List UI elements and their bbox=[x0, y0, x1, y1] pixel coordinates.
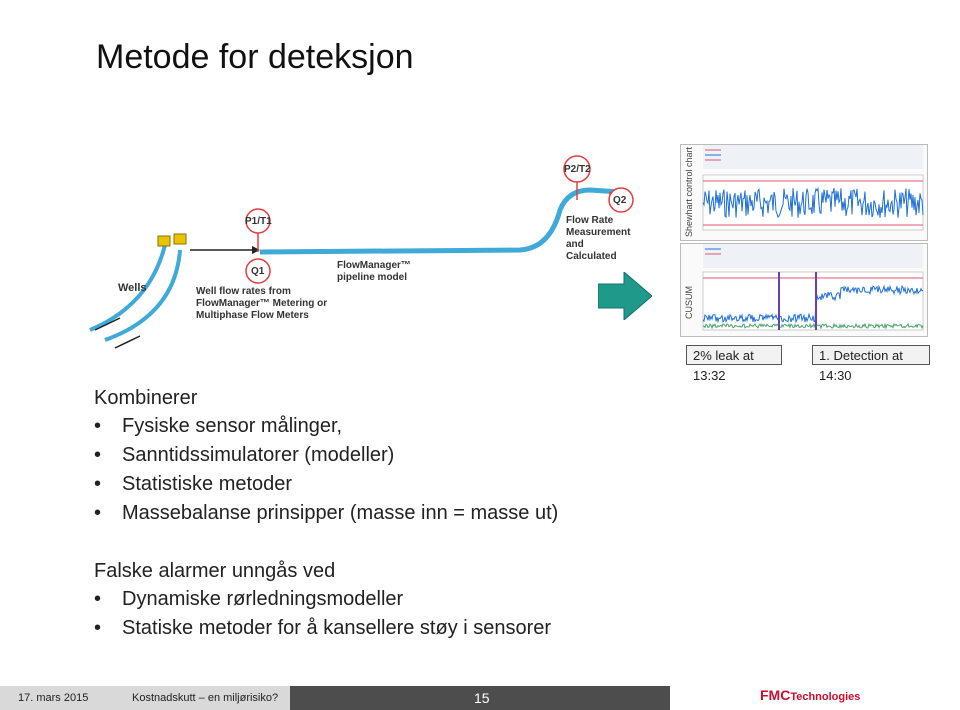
section2-item-text: Dynamiske rørledningsmodeller bbox=[122, 588, 404, 610]
cusum-signal-line-2 bbox=[702, 322, 924, 330]
section1-item-text: Sanntidssimulatorer (modeller) bbox=[122, 444, 395, 466]
section2-heading: Falske alarmer unngås ved bbox=[94, 560, 336, 582]
cusum-chart bbox=[702, 244, 924, 331]
section1-item-text: Fysiske sensor målinger, bbox=[122, 415, 343, 437]
shewhart-label: Shewhart control chart bbox=[684, 146, 694, 237]
page-number: 15 bbox=[474, 690, 490, 706]
flow-rate-line4: Calculated bbox=[566, 251, 617, 262]
cusum-chart-panel: CUSUM bbox=[680, 243, 928, 337]
wellhead-1 bbox=[157, 235, 171, 247]
section2-item-2: • Statiske metoder for å kansellere støy … bbox=[94, 617, 551, 640]
cusum-plot-area bbox=[702, 271, 924, 331]
section2-item-text: Statiske metoder for å kansellere støy i… bbox=[122, 617, 552, 639]
flow-rate-line3: and bbox=[566, 239, 584, 250]
flowmanager-line1: FlowManager™ bbox=[337, 260, 411, 271]
shewhart-chart bbox=[702, 145, 924, 231]
well-flow-line3: Multiphase Flow Meters bbox=[196, 310, 309, 321]
section2-item-1: • Dynamiske rørledningsmodeller bbox=[94, 588, 403, 611]
cusum-label: CUSUM bbox=[684, 286, 694, 319]
slide-title: Metode for deteksjon bbox=[96, 38, 414, 76]
well-flow-label: Well flow rates from FlowManager™ Meteri… bbox=[196, 286, 327, 322]
p2t2-circle bbox=[563, 155, 591, 183]
fmc-logo: FMCTechnologies bbox=[760, 687, 860, 703]
section1-item-2: • Sanntidssimulatorer (modeller) bbox=[94, 444, 394, 467]
q1-label: Q1 bbox=[251, 266, 265, 277]
pipeline-drawing bbox=[89, 155, 634, 349]
footer-light-band bbox=[0, 686, 290, 710]
flow-rate-line1: Flow Rate bbox=[566, 215, 614, 226]
section1-item-1: • Fysiske sensor målinger, bbox=[94, 415, 342, 438]
flow-rate-label: Flow Rate Measurement and Calculated bbox=[566, 215, 630, 263]
well-flow-line1: Well flow rates from bbox=[196, 286, 291, 297]
right-arrow-icon bbox=[598, 272, 652, 320]
bullet-icon: • bbox=[94, 588, 102, 610]
bullet-icon: • bbox=[94, 617, 102, 639]
well-flow-line2: FlowManager™ Metering or bbox=[196, 298, 328, 309]
section1-item-4: • Massebalanse prinsipper (masse inn = ma… bbox=[94, 502, 558, 525]
shewhart-signal-line bbox=[702, 186, 924, 219]
section1-item-3: • Statistiske metoder bbox=[94, 473, 292, 496]
flow-rate-line2: Measurement bbox=[566, 227, 631, 238]
section1-item-text: Statistiske metoder bbox=[122, 473, 293, 495]
inflow-arrow-1 bbox=[94, 317, 121, 331]
cusum-signal-line bbox=[702, 284, 924, 324]
q2-circle bbox=[608, 187, 634, 213]
well-pipe-2 bbox=[104, 249, 182, 342]
q2-label: Q2 bbox=[613, 195, 627, 206]
well-pipe-1 bbox=[89, 244, 167, 332]
logo-main-text: FMC bbox=[760, 687, 791, 703]
q1-circle bbox=[245, 258, 271, 284]
flowmanager-line2: pipeline model bbox=[337, 272, 408, 283]
bullet-icon: • bbox=[94, 473, 102, 495]
p1t1-label: P1/T1 bbox=[245, 216, 272, 227]
inflow-arrow-2 bbox=[114, 335, 141, 349]
cusum-legend-box bbox=[703, 244, 923, 268]
p1t1-circle bbox=[245, 208, 271, 234]
bullet-icon: • bbox=[94, 444, 102, 466]
leak-callout: 2% leak at 13:32 bbox=[686, 345, 782, 383]
wellhead-2 bbox=[173, 233, 187, 245]
logo-sub-text: Technologies bbox=[790, 691, 861, 703]
wells-label: Wells bbox=[118, 282, 147, 294]
slide-footer: 17. mars 2015 Kostnadskutt – en miljøris… bbox=[0, 686, 670, 710]
detection-callout: 1. Detection at 14:30 bbox=[812, 345, 930, 383]
bullet-icon: • bbox=[94, 502, 102, 524]
main-pipeline bbox=[259, 187, 621, 255]
p2t2-label: P2/T2 bbox=[564, 164, 591, 175]
flowmanager-label: FlowManager™ pipeline model bbox=[337, 260, 411, 284]
footer-topic: Kostnadskutt – en miljørisiko? bbox=[132, 692, 279, 704]
section1-heading: Kombinerer bbox=[94, 387, 198, 409]
flow-arrow-head bbox=[252, 246, 260, 254]
section1-item-text: Massebalanse prinsipper (masse inn = mas… bbox=[122, 502, 559, 524]
pipeline-diagram: Wells P1/T1 Q1 P2/T2 Q2 FlowManager™ pip… bbox=[80, 140, 680, 350]
footer-date: 17. mars 2015 bbox=[18, 692, 89, 704]
shewhart-legend-box bbox=[703, 145, 923, 169]
shewhart-chart-panel: Shewhart control chart bbox=[680, 144, 928, 241]
bullet-icon: • bbox=[94, 415, 102, 437]
